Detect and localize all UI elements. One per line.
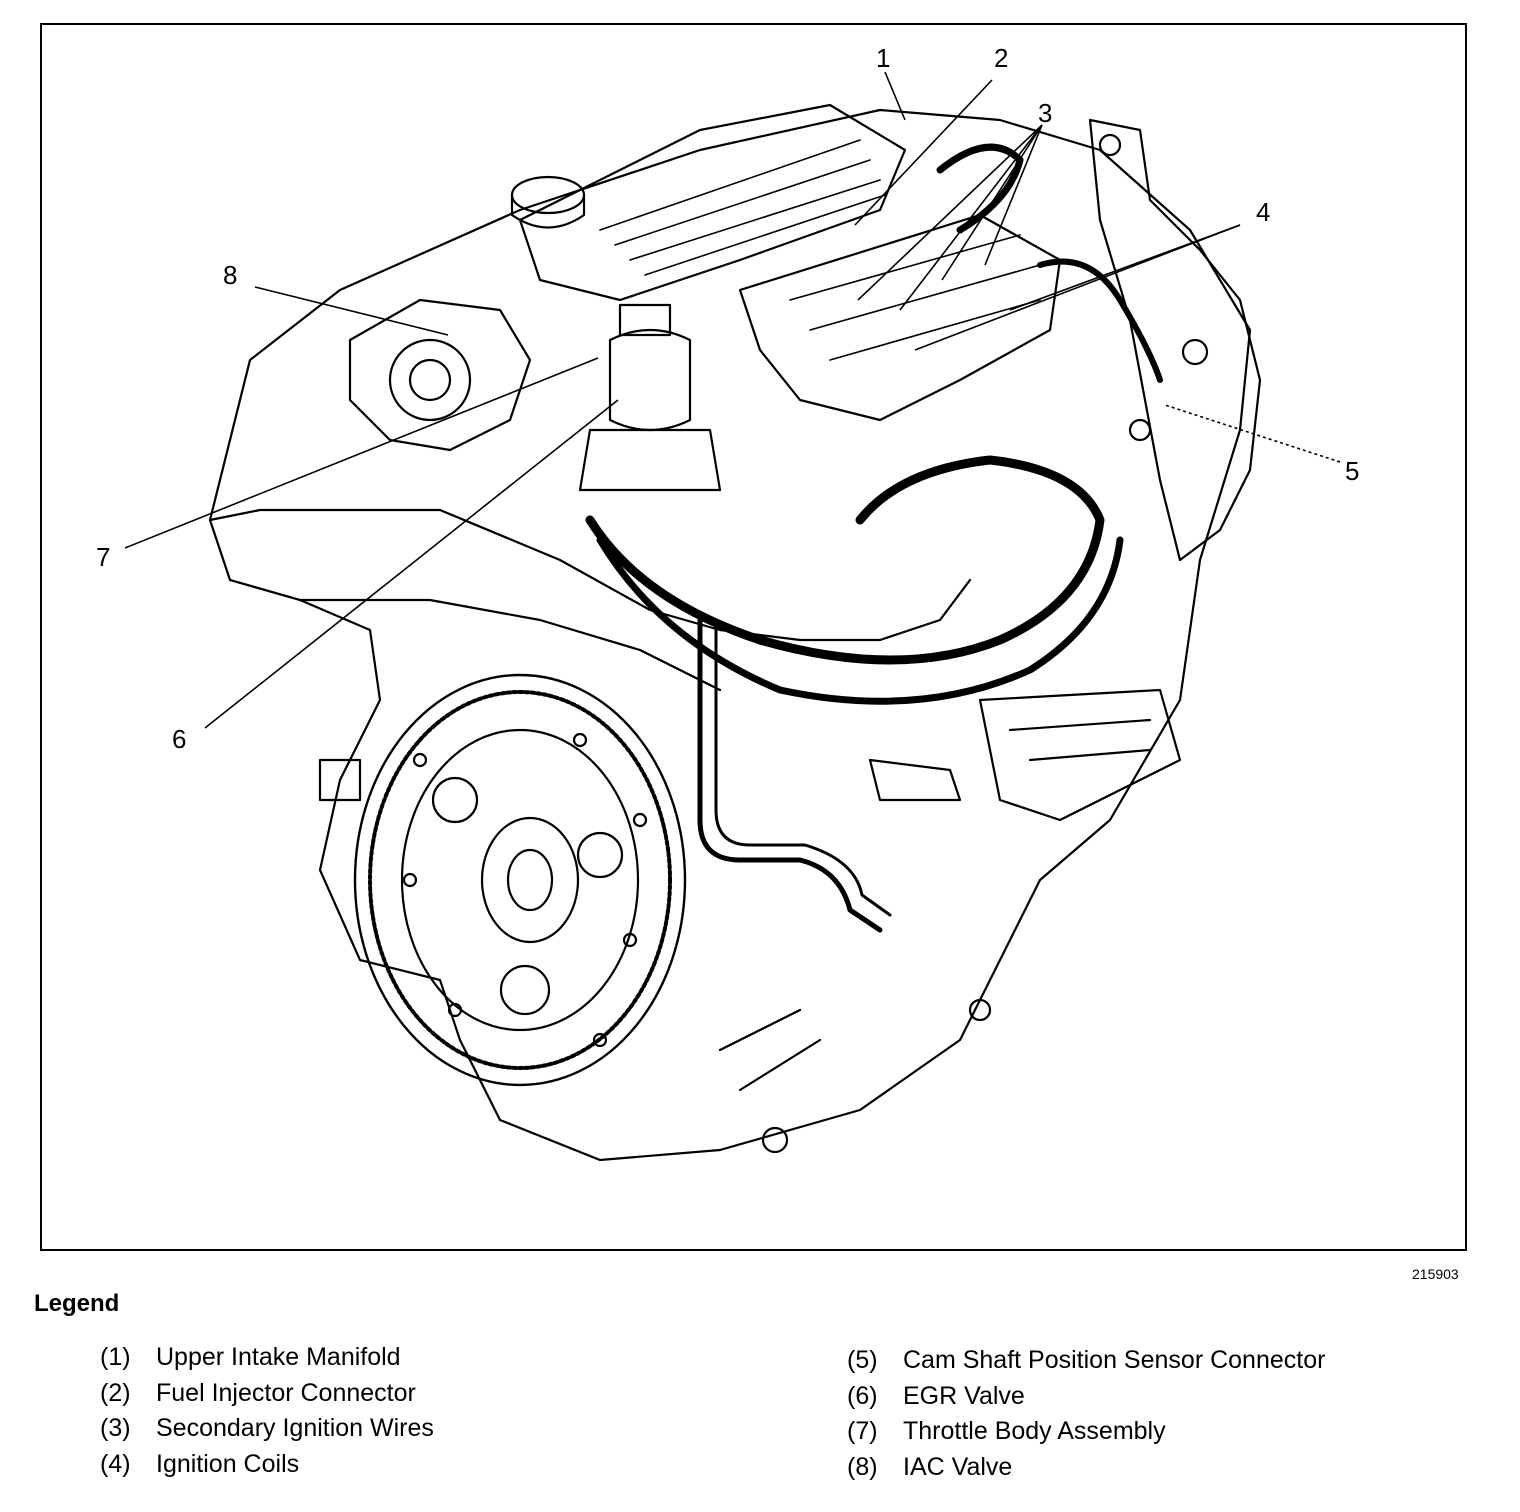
engine-block-outline <box>208 108 1252 1162</box>
legend-number: (4) <box>100 1449 131 1478</box>
leader-line-4b <box>1009 224 1241 311</box>
legend-item: (1) Upper Intake Manifold <box>100 1343 434 1379</box>
legend-column-left: (1) Upper Intake Manifold (2) Fuel Injecto… <box>100 1343 434 1485</box>
legend-column-right: (5) Cam Shaft Position Sensor Connector (… <box>847 1346 1325 1488</box>
callout-7: 7 <box>96 542 110 572</box>
wiring-harness <box>585 455 1105 665</box>
leader-line-3b <box>899 124 1043 311</box>
illustration-frame <box>40 23 1467 1251</box>
legend-item: (3) Secondary Ignition Wires <box>100 1414 434 1450</box>
oil-cap <box>510 175 586 215</box>
air-duct <box>208 508 972 642</box>
legend-number: (3) <box>100 1414 131 1442</box>
egr-valve <box>608 328 692 432</box>
leader-line-1 <box>884 71 906 121</box>
legend-number: (5) <box>847 1346 878 1374</box>
callout-5: 5 <box>1345 456 1359 486</box>
callout-4: 4 <box>1256 197 1270 227</box>
leader-line-8 <box>254 286 449 336</box>
callout-1: 1 <box>876 43 890 73</box>
legend-title: Legend <box>34 1290 120 1317</box>
figure-id: 215903 <box>1412 1266 1459 1282</box>
leader-line-2 <box>854 79 993 226</box>
legend-number: (2) <box>100 1378 131 1407</box>
legend-item: (8) IAC Valve <box>847 1453 1325 1489</box>
coil-pack <box>738 213 1062 422</box>
legend-number: (1) <box>100 1343 131 1371</box>
callout-6: 6 <box>172 724 186 754</box>
legend-item: (7) Throttle Body Assembly <box>847 1417 1325 1453</box>
legend-number: (7) <box>847 1417 878 1445</box>
legend-number: (8) <box>847 1452 878 1481</box>
legend-label: Throttle Body Assembly <box>903 1417 1166 1445</box>
callout-labels: 1 2 3 4 5 6 7 8 <box>96 43 1359 754</box>
flywheel <box>353 673 687 1087</box>
leader-line-6 <box>204 399 619 729</box>
callout-8: 8 <box>223 260 237 290</box>
leader-line-3a <box>857 124 1043 301</box>
legend-label: Secondary Ignition Wires <box>156 1414 434 1442</box>
engine-bracket <box>1088 118 1262 562</box>
callout-2: 2 <box>994 43 1008 73</box>
legend-item: (4) Ignition Coils <box>100 1450 434 1486</box>
legend-label: Fuel Injector Connector <box>156 1378 416 1407</box>
legend-item: (5) Cam Shaft Position Sensor Connector <box>847 1346 1325 1382</box>
legend-label: Upper Intake Manifold <box>156 1343 401 1371</box>
callout-3: 3 <box>1038 98 1052 128</box>
leader-lines <box>124 71 1341 729</box>
leader-line-3d <box>984 124 1043 266</box>
throttle-body <box>348 298 532 452</box>
legend-label: IAC Valve <box>903 1452 1013 1481</box>
intake-manifold-cover <box>518 103 907 302</box>
legend-label: EGR Valve <box>903 1381 1025 1410</box>
legend-label: Ignition Coils <box>156 1449 300 1478</box>
coolant-pipe <box>697 617 883 933</box>
legend-item: (6) EGR Valve <box>847 1382 1325 1418</box>
leader-line-3c <box>941 124 1043 281</box>
leader-line-7 <box>124 357 599 549</box>
legend-number: (6) <box>847 1381 878 1410</box>
legend-item: (2) Fuel Injector Connector <box>100 1379 434 1415</box>
leader-line-5 <box>1164 404 1341 463</box>
legend-label: Cam Shaft Position Sensor Connector <box>903 1346 1326 1374</box>
